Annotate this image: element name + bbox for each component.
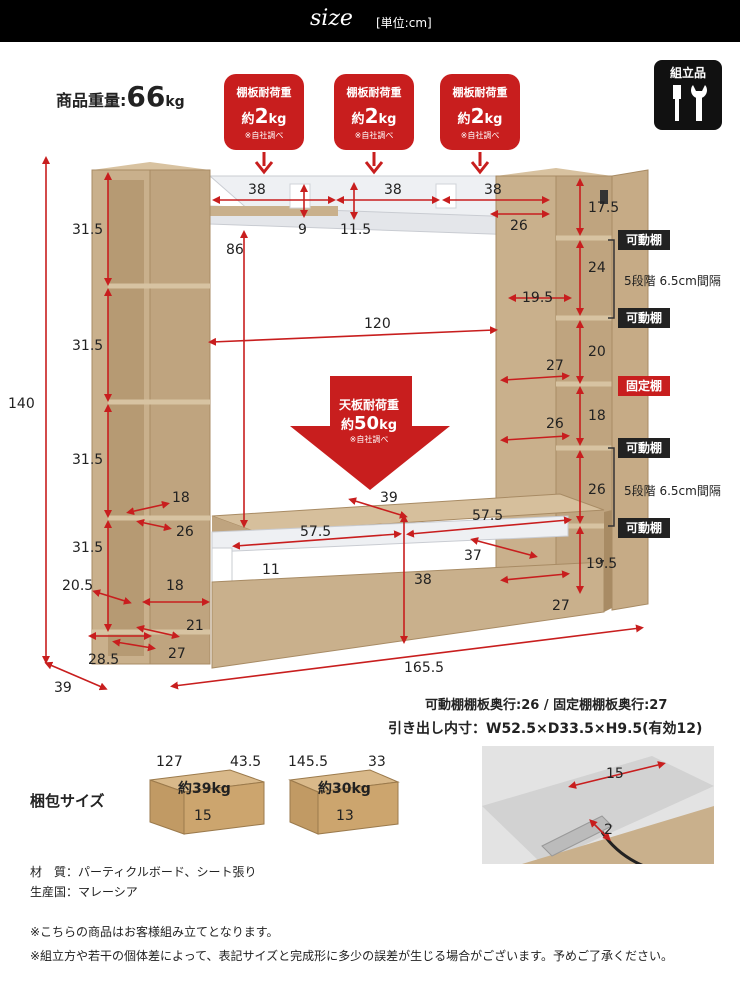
dim-27-l: 27 xyxy=(168,646,186,662)
dim-28-5: 28.5 xyxy=(88,652,120,668)
dim-20: 20 xyxy=(588,344,606,360)
dim-11: 11 xyxy=(262,562,280,578)
tag-movable-3: 可動棚 xyxy=(618,438,671,458)
dim-26-c: 26 xyxy=(588,482,606,498)
box2-depth: 33 xyxy=(368,754,386,770)
badge-arrows xyxy=(254,152,490,175)
tools-icon xyxy=(673,85,707,121)
dim-57-5-a: 57.5 xyxy=(300,524,332,540)
note-2: ※組立方や若干の個体差によって、表記サイズと完成形に多少の誤差が生じる場合がござ… xyxy=(30,949,673,963)
header-bar: size [単位:cm] xyxy=(0,0,740,42)
tag-movable-4: 可動棚 xyxy=(618,518,671,538)
weight-unit: kg xyxy=(165,94,185,110)
inset-dim-2: 2 xyxy=(604,822,613,838)
shelf-load-badge-3: 棚板耐荷重 約2kg ※自社調べ xyxy=(440,74,520,150)
tag-movable-2: 可動棚 xyxy=(618,308,671,328)
dim-31-5-c: 31.5 xyxy=(72,452,104,468)
dim-18-r: 18 xyxy=(588,408,606,424)
origin-line: 生産国：マレーシア xyxy=(30,885,138,899)
shelf-load-badge-1: 棚板耐荷重 約2kg ※自社調べ xyxy=(224,74,304,150)
steps-label-2: 5段階 6.5cm間隔 xyxy=(624,484,721,498)
dim-165-5: 165.5 xyxy=(404,660,445,676)
unit-label: [単位:cm] xyxy=(376,16,432,30)
dim-11-5: 11.5 xyxy=(340,222,372,238)
dim-39: 39 xyxy=(380,490,398,506)
dim-19-5-a: 19.5 xyxy=(522,290,554,306)
dim-31-5-d: 31.5 xyxy=(72,540,104,556)
dim-24: 24 xyxy=(588,260,606,276)
packaging-label: 梱包サイズ xyxy=(30,792,105,810)
box1-height: 15 xyxy=(194,808,212,824)
dim-19-5-b: 19.5 xyxy=(586,556,618,572)
product-weight: 商品重量:66kg xyxy=(56,80,185,113)
cable-hole-photo xyxy=(482,746,714,864)
box1-weight: 約39kg xyxy=(178,781,231,797)
dim-120: 120 xyxy=(364,316,391,332)
steps-label-1: 5段階 6.5cm間隔 xyxy=(624,274,721,288)
dim-39-l: 39 xyxy=(54,680,72,696)
size-title: size xyxy=(310,6,353,31)
dim-31-5-a: 31.5 xyxy=(72,222,104,238)
dim-20-5: 20.5 xyxy=(62,578,94,594)
tv-board xyxy=(211,493,612,669)
note-1: ※こちらの商品はお客様組み立てとなります。 xyxy=(30,925,279,939)
top-load-arrow xyxy=(290,376,450,490)
drawer-inner-info: 引き出し内寸：W52.5×D33.5×H9.5(有効12) xyxy=(388,721,703,737)
dim-26-b: 26 xyxy=(546,416,564,432)
inset-dim-15: 15 xyxy=(606,766,624,782)
dim-38-a: 38 xyxy=(248,182,266,198)
dim-17-5: 17.5 xyxy=(588,200,620,216)
dim-9: 9 xyxy=(298,222,307,238)
step-brackets xyxy=(608,239,615,527)
left-tower xyxy=(91,162,211,665)
dim-18-b: 18 xyxy=(166,578,184,594)
package-box-1 xyxy=(149,769,400,835)
dim-86: 86 xyxy=(226,242,244,258)
tag-fixed: 固定棚 xyxy=(618,376,671,396)
dim-18-a: 18 xyxy=(172,490,190,506)
weight-label: 商品重量: xyxy=(56,91,127,110)
material-line: 材 質：パーティクルボード、シート張り xyxy=(30,865,257,879)
dim-26-top: 26 xyxy=(510,218,528,234)
box2-weight: 約30kg xyxy=(318,781,371,797)
weight-value: 66 xyxy=(126,80,166,113)
box1-depth: 43.5 xyxy=(230,754,262,770)
assembly-badge: 組立品 xyxy=(654,60,722,130)
dim-38-d: 38 xyxy=(414,572,432,588)
shelf-load-badge-2: 棚板耐荷重 約2kg ※自社調べ xyxy=(334,74,414,150)
dim-38-b: 38 xyxy=(384,182,402,198)
shelf-depth-info: 可動棚棚板奥行:26 / 固定棚棚板奥行:27 xyxy=(425,698,668,713)
box2-height: 13 xyxy=(336,808,354,824)
top-load-label: 天板耐荷重 約50kg ※自社調べ xyxy=(338,398,399,444)
dim-57-5-b: 57.5 xyxy=(472,508,504,524)
dim-21: 21 xyxy=(186,618,204,634)
dim-38-c: 38 xyxy=(484,182,502,198)
furniture-diagram xyxy=(42,152,649,691)
dim-26-l: 26 xyxy=(176,524,194,540)
notes: ※こちらの商品はお客様組み立てとなります。 ※組立方や若干の個体差によって、表記… xyxy=(30,920,673,968)
dim-37: 37 xyxy=(464,548,482,564)
dim-31-5-b: 31.5 xyxy=(72,338,104,354)
tag-movable-1: 可動棚 xyxy=(618,230,671,250)
dim-27-a: 27 xyxy=(546,358,564,374)
dim-140: 140 xyxy=(8,396,35,412)
dim-27-b: 27 xyxy=(552,598,570,614)
dimension-lines xyxy=(42,156,644,691)
box1-width: 127 xyxy=(156,754,183,770)
material-info: 材 質：パーティクルボード、シート張り 生産国：マレーシア xyxy=(30,862,256,902)
box2-width: 145.5 xyxy=(288,754,329,770)
